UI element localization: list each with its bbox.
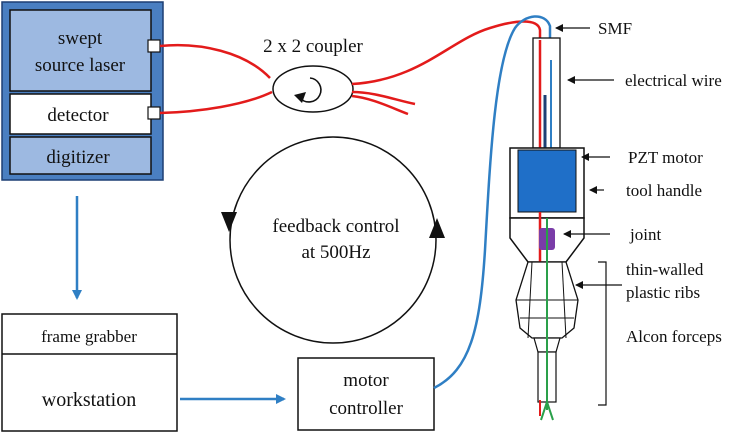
- acquisition-unit: swept source laser detector digitizer: [1, 1, 164, 181]
- pzt-motor: [517, 149, 577, 213]
- detector-label: detector: [47, 105, 109, 126]
- electrical-wire-label: electrical wire: [625, 71, 722, 90]
- digitizer-label: digitizer: [46, 147, 110, 168]
- joint-label: joint: [629, 225, 661, 244]
- rib-line-3: [527, 261, 533, 339]
- laser-panel: [9, 9, 152, 92]
- coupler-body: [272, 65, 354, 113]
- tool-handle-label: tool handle: [626, 181, 702, 200]
- coupler-label: 2 x 2 coupler: [263, 36, 363, 57]
- optical-fibers: [159, 20, 542, 116]
- annotation-arrows: [555, 24, 622, 406]
- detector-port: [147, 106, 161, 120]
- ribs-label-line2: plastic ribs: [626, 283, 700, 302]
- workstation-label: workstation: [42, 389, 136, 411]
- motor-controller-line2: controller: [329, 398, 404, 419]
- surgical-tool: [509, 37, 585, 421]
- pzt-motor-label: PZT motor: [628, 148, 703, 167]
- laser-fiber: [159, 43, 271, 79]
- feedback-loop: feedback control at 500Hz: [221, 136, 445, 344]
- laser-port: [147, 39, 161, 53]
- electrical-cable: [433, 15, 552, 390]
- digitizer-panel: [9, 136, 152, 175]
- rib-line-4: [561, 261, 567, 339]
- forceps-bracket: [598, 261, 607, 406]
- detector-fiber: [159, 90, 273, 115]
- motor-controller-line1: motor: [343, 370, 389, 391]
- reference-fiber-b: [351, 94, 409, 116]
- detector-panel: [9, 93, 152, 135]
- laser-label-line2: source laser: [35, 55, 126, 76]
- ribs-label-line1: thin-walled: [626, 260, 704, 279]
- coupler-rotation-arrow: [299, 77, 322, 103]
- laser-label-line1: swept: [58, 28, 103, 49]
- frame-grabber-label: frame grabber: [41, 327, 137, 346]
- forceps-label: Alcon forceps: [626, 327, 722, 346]
- workstation-frame: [1, 313, 178, 432]
- coupler-arrowhead: [294, 92, 306, 103]
- feedback-arrow-right: [429, 218, 445, 238]
- smf-label: SMF: [598, 19, 632, 38]
- sample-fiber: [351, 20, 542, 86]
- feedback-circle: [229, 136, 437, 344]
- motor-controller-frame: [297, 357, 435, 431]
- coupler: 2 x 2 coupler: [263, 36, 364, 113]
- forceps-tips: [540, 401, 554, 421]
- feedback-label-line2: at 500Hz: [301, 242, 370, 263]
- reference-fiber-a: [351, 90, 416, 106]
- workstation-unit: frame grabber workstation: [1, 313, 178, 432]
- feedback-label-line1: feedback control: [272, 216, 399, 237]
- feedback-arrow-left: [221, 212, 237, 232]
- motor-controller: motor controller: [297, 357, 435, 431]
